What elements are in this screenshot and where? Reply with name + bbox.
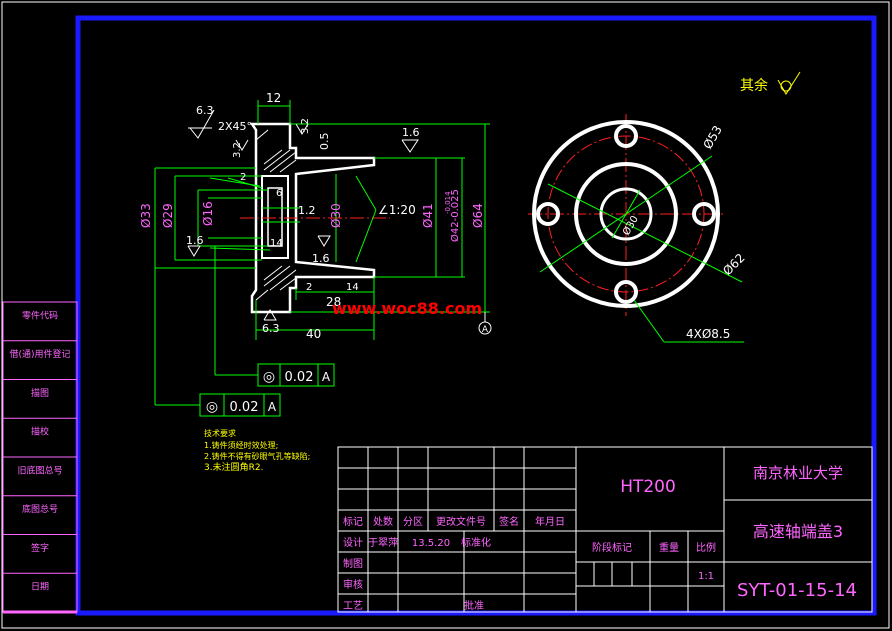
note-3: 3.未注圆角R2. xyxy=(204,461,263,473)
part-name: 高速轴端盖3 xyxy=(753,522,843,541)
scale-value: 1:1 xyxy=(698,571,714,582)
dim-d16: Ø16 xyxy=(201,201,215,226)
row-header-mark: 标记 xyxy=(343,516,363,528)
rough-16-top: 1.6 xyxy=(402,126,420,139)
notes-title: 技术要求 xyxy=(204,428,236,438)
tolerance-datum-2: A xyxy=(268,400,277,414)
stage-label: 阶段标记 xyxy=(592,541,632,554)
scale-label: 比例 xyxy=(696,541,716,554)
drawing-number: SYT-01-15-14 xyxy=(737,580,857,601)
dim-d42: Ø42-0.025 xyxy=(449,189,461,242)
design-label: 设计 xyxy=(343,536,363,549)
process-label: 工艺 xyxy=(343,600,363,612)
concentricity-symbol-1: ◎ xyxy=(263,369,275,385)
design-date: 13.5.20 xyxy=(412,538,450,549)
dim-top-width: 12 xyxy=(266,91,281,105)
review-label: 审核 xyxy=(343,578,363,591)
rough-32a: 3.2 xyxy=(300,118,311,134)
rough-63-bottom: 6.3 xyxy=(262,322,280,335)
part-outline xyxy=(249,122,376,314)
technical-notes: 技术要求 1.铸件须经时效处理; 2.铸件不得有砂眼气孔等缺陷; 3.未注圆角R… xyxy=(204,428,310,473)
tolerance-datum-1: A xyxy=(322,370,331,384)
material-text: HT200 xyxy=(620,477,676,497)
left-table-label: 旧底图总号 xyxy=(17,464,62,476)
dim-small-12: 1.2 xyxy=(298,204,316,217)
row-header-zone: 分区 xyxy=(403,516,423,528)
concentricity-symbol-2: ◎ xyxy=(206,399,218,415)
note-1: 1.铸件须经时效处理; xyxy=(204,440,278,450)
section-view: A 12 2X45° 6.3 3.2 3.2 0.5 1.6 1.6 1.6 6… xyxy=(139,91,492,417)
dim-d42-upper: -0.014 xyxy=(444,191,452,214)
designer-name: 于翠萍 xyxy=(368,537,398,549)
left-table-label: 描图 xyxy=(31,387,49,399)
weight-label: 重量 xyxy=(659,541,679,554)
dim-small-6: 6 xyxy=(276,188,282,199)
row-header-change-doc: 更改文件号 xyxy=(436,515,486,528)
dim-taper: ∠1:20 xyxy=(378,203,416,217)
dim-small-2b: 2 xyxy=(306,282,312,293)
datum-label: A xyxy=(482,325,489,335)
rough-16-mid: 1.6 xyxy=(312,252,330,265)
left-table-label: 借(通)用件登记 xyxy=(9,348,70,360)
drafting-label: 制图 xyxy=(343,557,363,570)
dim-d30: Ø30 xyxy=(329,203,343,228)
dim-d29: Ø29 xyxy=(161,203,175,228)
rough-05: 0.5 xyxy=(318,133,331,151)
datum-a: A xyxy=(478,312,492,335)
dim-d33: Ø33 xyxy=(139,203,153,228)
tolerance-frame-2: ◎ 0.02 A xyxy=(199,393,281,417)
dim-small-2a: 2 xyxy=(240,172,246,183)
border-frame xyxy=(75,15,877,616)
dim-d64: Ø64 xyxy=(471,203,485,228)
left-table-label: 日期 xyxy=(31,582,49,593)
standard-label: 标准化 xyxy=(461,536,491,549)
dim-28: 28 xyxy=(326,295,341,309)
roughness-other: 其余 xyxy=(740,71,801,95)
left-table-label: 签字 xyxy=(31,542,49,554)
dim-d41: Ø41 xyxy=(421,203,435,228)
left-table-label: 零件代码 xyxy=(22,309,58,321)
approve-label: 批准 xyxy=(464,599,484,612)
dim-small-14a: 14 xyxy=(270,238,283,249)
rough-63: 6.3 xyxy=(196,104,214,117)
dim-chamfer: 2X45° xyxy=(218,120,252,133)
dim-small-14b: 14 xyxy=(346,282,359,293)
tolerance-frame-1: ◎ 0.02 A xyxy=(257,363,335,387)
tolerance-value-2: 0.02 xyxy=(230,400,259,415)
dim-40: 40 xyxy=(306,327,321,341)
rough-32b: 3.2 xyxy=(232,142,243,158)
row-header-sign: 签名 xyxy=(499,515,519,528)
row-header-date: 年月日 xyxy=(535,515,565,528)
left-table-label: 描校 xyxy=(31,426,49,438)
left-table-label: 底图总号 xyxy=(22,503,58,515)
dim-holes: 4XØ8.5 xyxy=(686,327,730,341)
note-2: 2.铸件不得有砂眼气孔等缺陷; xyxy=(204,451,310,461)
tolerance-value-1: 0.02 xyxy=(285,370,314,385)
school-name: 南京林业大学 xyxy=(753,464,843,482)
title-block: 标记 处数 分区 更改文件号 签名 年月日 设计 于翠萍 13.5.20 标准化… xyxy=(337,446,873,613)
watermark-text: www.woc88.com xyxy=(332,299,482,318)
row-header-count: 处数 xyxy=(373,515,393,528)
roughness-other-label: 其余 xyxy=(740,77,768,94)
rough-16-left: 1.6 xyxy=(186,234,204,247)
